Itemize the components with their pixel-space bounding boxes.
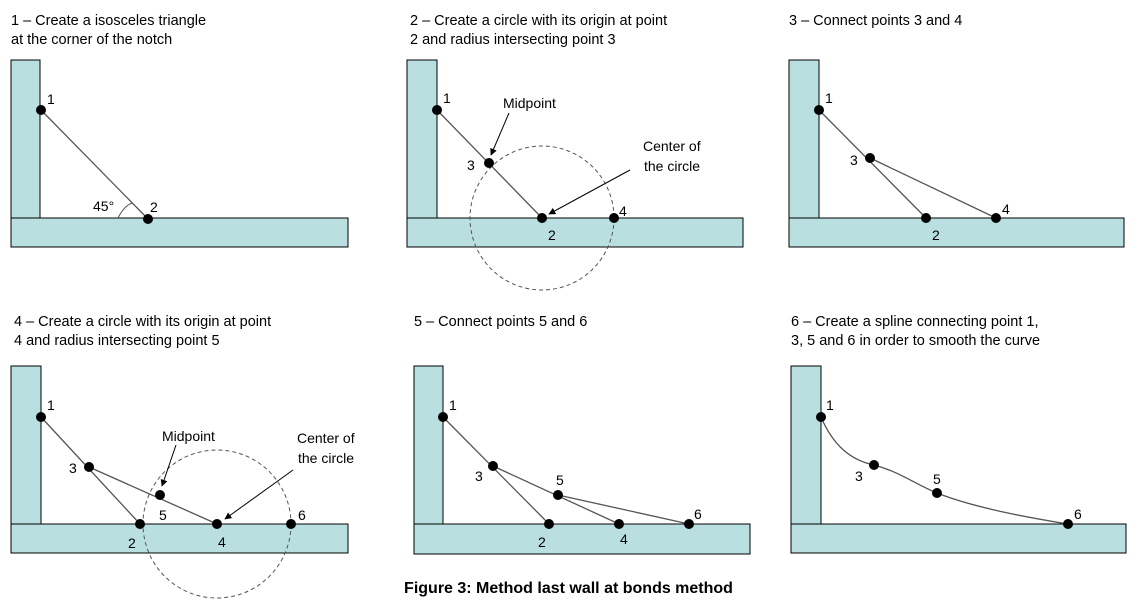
label-point-4: 4 xyxy=(619,203,627,219)
point-1 xyxy=(438,412,448,422)
label-angle: 45° xyxy=(93,198,114,214)
label-center-2: the circle xyxy=(644,158,700,174)
label-midpoint: Midpoint xyxy=(503,95,556,111)
point-3 xyxy=(488,461,498,471)
vertical-plate xyxy=(788,59,820,219)
point-3 xyxy=(869,460,879,470)
label-point-1: 1 xyxy=(449,397,457,413)
step-5-title: 5 – Connect points 5 and 6 xyxy=(414,314,588,330)
midpoint-arrow xyxy=(160,444,177,487)
label-point-3: 3 xyxy=(855,468,863,484)
label-point-4: 4 xyxy=(218,534,226,550)
label-center-1: Center of xyxy=(297,430,355,446)
point-1 xyxy=(432,105,442,115)
label-point-4: 4 xyxy=(620,531,628,547)
label-midpoint: Midpoint xyxy=(162,428,215,444)
point-4 xyxy=(991,213,1001,223)
panel-3: 1 3 2 4 xyxy=(788,59,1125,248)
label-point-5: 5 xyxy=(159,507,167,523)
label-point-1: 1 xyxy=(443,90,451,106)
step-3-title: 3 – Connect points 3 and 4 xyxy=(789,13,963,29)
vertical-plate xyxy=(790,365,822,525)
point-2 xyxy=(143,214,153,224)
point-4 xyxy=(614,519,624,529)
point-1 xyxy=(36,105,46,115)
line-5-6 xyxy=(557,494,690,525)
panel-4: 1 3 5 2 4 6 Midpoint Center of the circl… xyxy=(10,365,355,599)
horizontal-plate xyxy=(790,523,1127,554)
horizontal-plate xyxy=(10,217,349,248)
figure-caption: Figure 3: Method last wall at bonds meth… xyxy=(404,580,733,597)
point-3 xyxy=(484,158,494,168)
label-center-2: the circle xyxy=(298,450,354,466)
point-4 xyxy=(609,213,619,223)
label-point-5: 5 xyxy=(933,471,941,487)
label-point-2: 2 xyxy=(150,199,158,215)
label-point-6: 6 xyxy=(1074,506,1082,522)
label-center-1: Center of xyxy=(643,138,701,154)
label-point-2: 2 xyxy=(538,534,546,550)
label-point-3: 3 xyxy=(467,157,475,173)
midpoint-arrow xyxy=(490,112,510,156)
horizontal-plate xyxy=(413,523,751,555)
point-4 xyxy=(212,519,222,529)
point-2 xyxy=(537,213,547,223)
point-1 xyxy=(816,412,826,422)
triangle-leg xyxy=(442,416,550,525)
step-4-title: 4 – Create a circle with its origin at p… xyxy=(14,314,272,349)
smoothing-spline xyxy=(820,416,1069,525)
point-6 xyxy=(286,519,296,529)
point-6 xyxy=(684,519,694,529)
vertical-plate xyxy=(413,365,444,525)
point-2 xyxy=(921,213,931,223)
label-point-3: 3 xyxy=(475,468,483,484)
label-point-3: 3 xyxy=(850,152,858,168)
point-3 xyxy=(84,462,94,472)
point-1 xyxy=(814,105,824,115)
vertical-plate xyxy=(10,59,41,219)
point-2 xyxy=(544,519,554,529)
label-point-2: 2 xyxy=(932,227,940,243)
label-point-4: 4 xyxy=(1002,201,1010,217)
point-2 xyxy=(135,519,145,529)
panel-6: 1 3 5 6 xyxy=(790,365,1127,554)
center-arrow xyxy=(224,469,294,520)
label-point-1: 1 xyxy=(47,91,55,107)
panel-5: 1 3 5 2 4 6 xyxy=(413,365,751,555)
vertical-plate xyxy=(10,365,42,525)
center-arrow xyxy=(548,169,631,215)
point-6 xyxy=(1063,519,1073,529)
triangle-leg xyxy=(40,109,149,220)
horizontal-plate xyxy=(788,217,1125,248)
panel-2: 1 3 2 4 Midpoint Center of the circle xyxy=(406,59,744,291)
label-point-1: 1 xyxy=(47,397,55,413)
line-3-4 xyxy=(869,157,997,219)
point-5 xyxy=(155,490,165,500)
point-5 xyxy=(932,488,942,498)
step-1-title: 1 – Create a isosceles triangle at the c… xyxy=(11,13,207,48)
triangle-leg xyxy=(818,109,927,219)
label-point-6: 6 xyxy=(298,507,306,523)
point-3 xyxy=(865,153,875,163)
panel-1: 1 2 45° xyxy=(10,59,349,248)
line-3-4 xyxy=(88,466,218,525)
step-2-title: 2 – Create a circle with its origin at p… xyxy=(410,13,668,48)
label-point-2: 2 xyxy=(128,535,136,551)
point-5 xyxy=(553,490,563,500)
horizontal-plate xyxy=(10,523,349,554)
step-6-title: 6 – Create a spline connecting point 1, … xyxy=(791,314,1041,349)
label-point-2: 2 xyxy=(548,227,556,243)
label-point-3: 3 xyxy=(69,460,77,476)
angle-arc xyxy=(117,202,133,219)
label-point-5: 5 xyxy=(556,472,564,488)
label-point-1: 1 xyxy=(825,90,833,106)
vertical-plate xyxy=(406,59,438,219)
label-point-6: 6 xyxy=(694,506,702,522)
point-1 xyxy=(36,412,46,422)
horizontal-plate xyxy=(406,217,744,248)
label-point-1: 1 xyxy=(826,397,834,413)
